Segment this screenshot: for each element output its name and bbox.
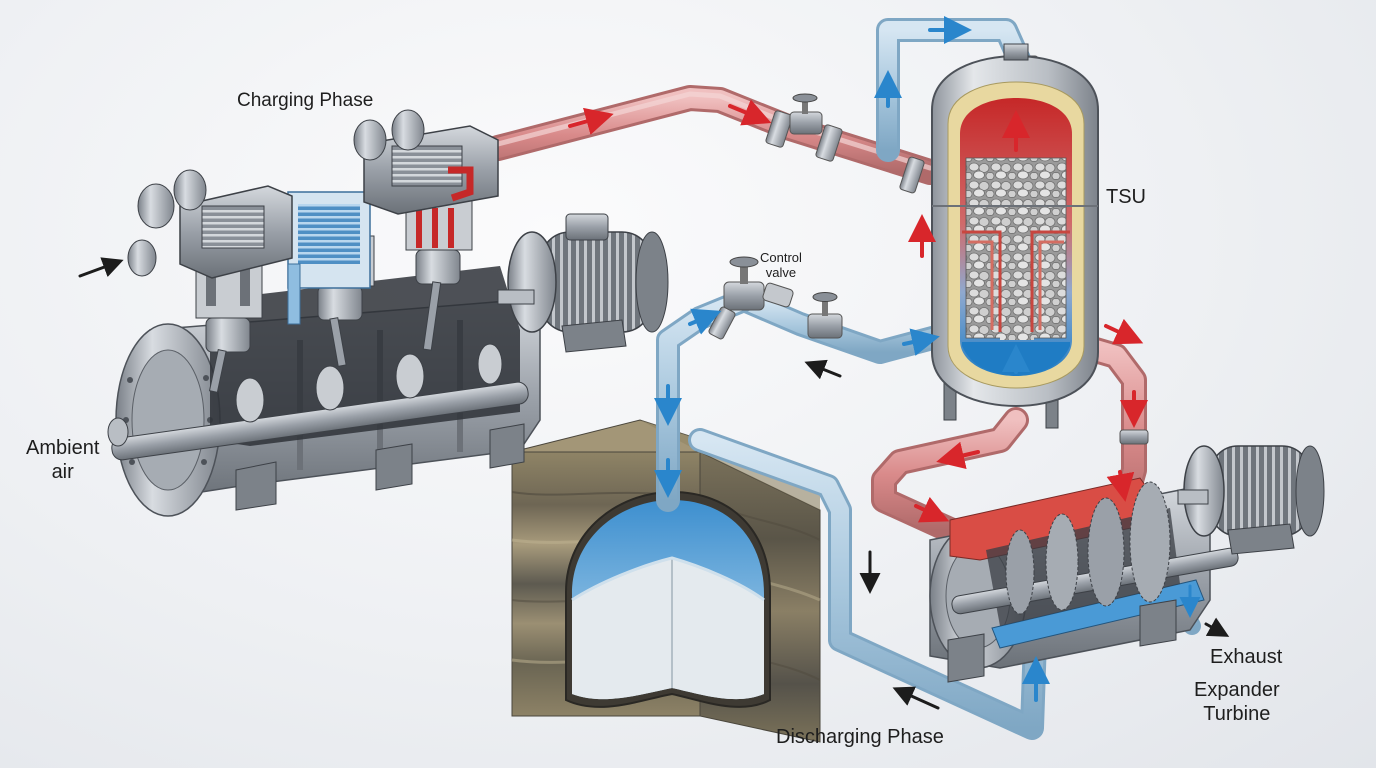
flow-arrow-black xyxy=(892,686,940,710)
flow-arrow-hot xyxy=(914,496,950,523)
control-valve-label-line1: Control xyxy=(760,250,802,265)
ambient-air-label-line2: air xyxy=(51,461,74,483)
charging-phase-label: Charging Phase xyxy=(237,90,374,111)
flow-arrow-hot xyxy=(936,441,980,470)
control-valve xyxy=(723,256,794,311)
control-valve-label-line2: valve xyxy=(765,265,797,280)
discharging-phase-label: Discharging Phase xyxy=(776,726,944,748)
flow-arrow-ambient xyxy=(78,257,124,278)
tsu-label: TSU xyxy=(1106,186,1146,208)
heat-exchanger-coils xyxy=(962,230,1070,332)
valve-upper xyxy=(789,93,823,135)
flow-arrow-hot xyxy=(1104,318,1144,345)
control-valve-label: Control valve xyxy=(760,250,802,280)
flow-arrow-black xyxy=(804,359,842,380)
flow-arrow-cold xyxy=(688,308,722,335)
aftercooler-right xyxy=(353,109,499,215)
expander-turbine-label-line2: Turbine xyxy=(1203,703,1271,725)
flow-arrow-cold xyxy=(902,328,940,356)
ambient-air-label: Ambient air xyxy=(26,436,99,484)
pistons xyxy=(205,249,461,393)
flow-arrows xyxy=(78,16,1230,710)
ambient-air-label-line1: Ambient xyxy=(26,437,100,459)
tsu-vessel xyxy=(931,43,1099,429)
compressor xyxy=(107,109,541,517)
aftercooler-left xyxy=(137,169,293,279)
exhaust-label: Exhaust xyxy=(1210,646,1283,668)
motor-right xyxy=(1177,445,1325,555)
turbine-blades xyxy=(1005,481,1171,615)
expander-turbine-label-line1: Expander xyxy=(1194,679,1280,701)
expander-turbine-label: Expander Turbine xyxy=(1194,678,1280,726)
flow-arrow-hot xyxy=(1106,470,1135,502)
flow-arrow-hot xyxy=(568,107,614,135)
ambient-air-inlet xyxy=(127,239,157,277)
flow-arrow-hot xyxy=(728,99,772,126)
expander-turbine xyxy=(929,477,1239,683)
motor-left xyxy=(497,213,669,353)
crankshaft xyxy=(111,381,529,461)
flow-arrow-exhaust xyxy=(1204,617,1230,637)
intercooler xyxy=(287,191,371,325)
valve-lower xyxy=(807,292,843,339)
